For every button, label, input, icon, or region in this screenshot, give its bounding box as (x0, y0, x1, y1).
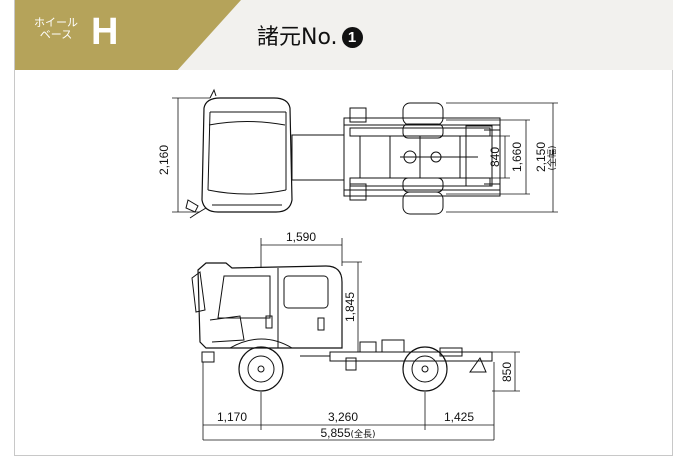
dim-cab-width: 2,160 (157, 145, 171, 175)
badge-wheelbase-label: ホイール ベース (34, 17, 78, 41)
spec-number-badge: 1 (341, 27, 363, 48)
dim-cab-height: 1,845 (343, 292, 357, 322)
dimension-labels: 2,160 840 1,660 2,150 (全幅) 1,590 1,845 8… (157, 142, 558, 440)
dim-overall-length: 5,855 (320, 426, 350, 440)
dim-overall-length-group: 5,855(全長) (320, 426, 375, 440)
badge-line1: ホイール (34, 16, 78, 29)
dim-wheelbase: 3,260 (328, 410, 358, 424)
side-view (191, 262, 493, 392)
dim-rear-track: 840 (488, 147, 502, 167)
spec-title-text: 諸元No. (257, 25, 338, 50)
dim-cab-length: 1,590 (286, 230, 316, 244)
dim-front-overhang: 1,170 (217, 410, 247, 424)
dim-frame-height: 850 (500, 362, 514, 382)
side-view-dimensions (202, 238, 520, 441)
badge-letter: H (91, 11, 119, 53)
spec-title: 諸元No.1 (257, 25, 363, 51)
dim-rear-overhang: 1,425 (444, 410, 474, 424)
badge-line2: ベース (39, 28, 73, 41)
dim-overall-width: 2,150 (534, 142, 548, 172)
top-view-dimensions (172, 97, 558, 213)
top-view (185, 88, 501, 219)
dim-front-track: 1,660 (510, 142, 524, 172)
dim-overall-length-note: (全長) (351, 428, 376, 440)
dim-overall-width-note: (全幅) (546, 145, 558, 170)
diagram-frame (14, 0, 673, 456)
